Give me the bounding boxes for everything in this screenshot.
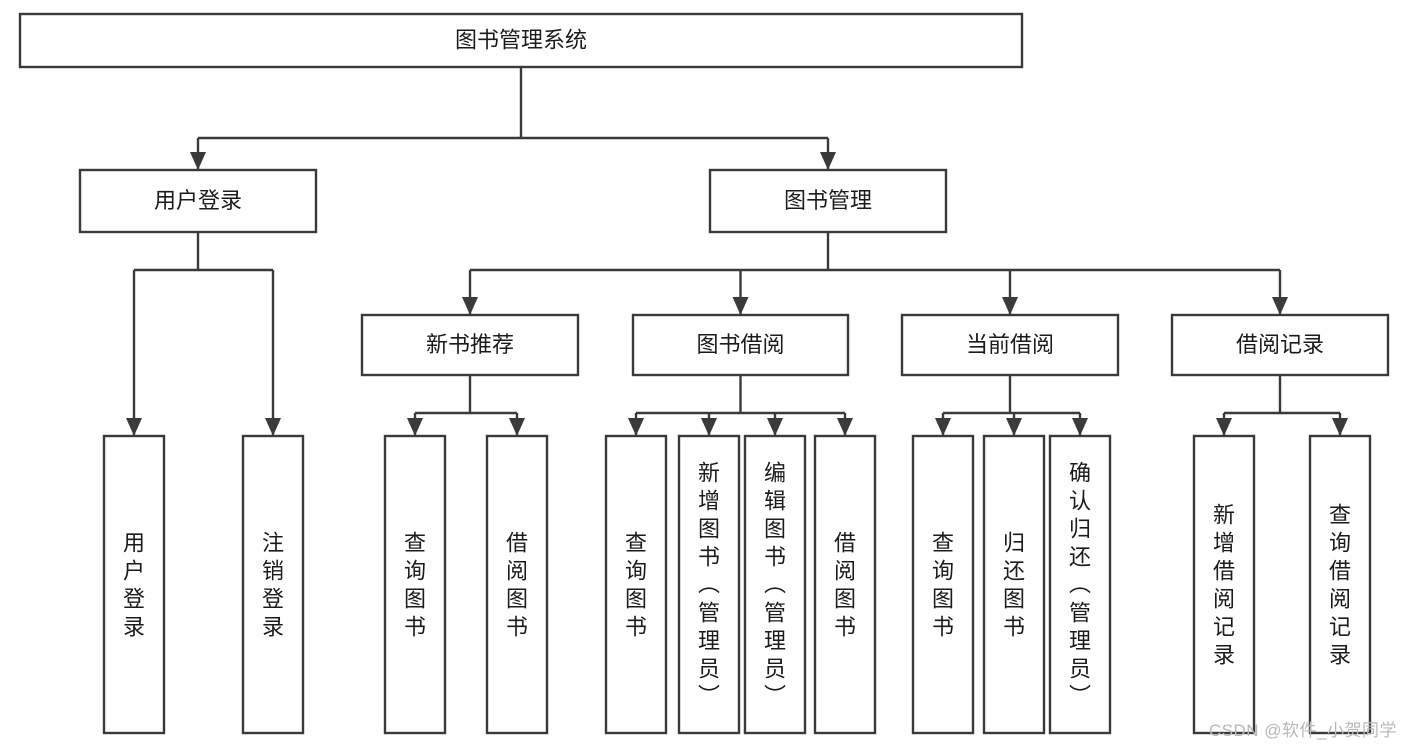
connector-arrowhead <box>126 418 142 436</box>
node-user-login-box[interactable] <box>78 168 318 234</box>
connector-arrowhead <box>462 297 478 315</box>
node-leaf-borrow-book-recommend-label: 借阅图书 <box>506 530 528 639</box>
node-leaf-logout-login[interactable]: 注销登录 <box>241 434 305 735</box>
node-leaf-confirm-return-admin-box[interactable] <box>1048 434 1112 735</box>
node-leaf-logout-login-box[interactable] <box>241 434 305 735</box>
node-current-borrow-box[interactable] <box>900 313 1120 377</box>
connector-arrowhead <box>1002 297 1018 315</box>
node-leaf-borrow-book-label: 借阅图书 <box>834 530 856 639</box>
connector-arrowhead <box>1332 418 1348 436</box>
edge-group-root <box>190 67 836 170</box>
node-leaf-add-book-admin-box[interactable] <box>677 434 741 735</box>
node-leaf-add-book-admin[interactable]: 新增图书（管理员） <box>677 434 741 735</box>
edge-group-new-book-recommend <box>407 375 525 436</box>
edge-group-current-borrow <box>935 375 1088 436</box>
node-book-management-box[interactable] <box>708 168 948 234</box>
node-leaf-user-login-box[interactable] <box>102 434 166 735</box>
node-leaf-user-login[interactable]: 用户登录 <box>102 434 166 735</box>
node-current-borrow[interactable]: 当前借阅 <box>900 313 1120 377</box>
node-borrow-record-box[interactable] <box>1170 313 1390 377</box>
node-leaf-query-book-recommend-label: 查询图书 <box>404 530 426 639</box>
node-layer: 图书管理系统用户登录图书管理新书推荐图书借阅当前借阅借阅记录用户登录注销登录查询… <box>18 12 1390 735</box>
node-leaf-borrow-book-box[interactable] <box>813 434 877 735</box>
node-leaf-borrow-book-recommend-box[interactable] <box>485 434 549 735</box>
connector-arrowhead <box>1272 297 1288 315</box>
connector-arrowhead <box>935 418 951 436</box>
connector-arrowhead <box>1072 418 1088 436</box>
node-new-book-recommend-label: 新书推荐 <box>426 332 514 357</box>
node-leaf-user-login-label: 用户登录 <box>123 530 145 639</box>
node-leaf-query-book-borrow-label: 查询图书 <box>625 530 647 639</box>
node-root[interactable]: 图书管理系统 <box>18 12 1024 69</box>
node-book-management-label: 图书管理 <box>784 188 872 213</box>
edge-group-book-management <box>462 232 1288 315</box>
node-leaf-query-book-recommend-box[interactable] <box>383 434 447 735</box>
node-user-login[interactable]: 用户登录 <box>78 168 318 234</box>
node-leaf-borrow-book-recommend[interactable]: 借阅图书 <box>485 434 549 735</box>
node-leaf-query-borrow-record-label: 查询借阅记录 <box>1329 502 1351 667</box>
node-leaf-return-book-box[interactable] <box>982 434 1046 735</box>
node-leaf-query-book-current-label: 查询图书 <box>932 530 954 639</box>
node-root-box[interactable] <box>18 12 1024 69</box>
node-leaf-add-borrow-record[interactable]: 新增借阅记录 <box>1192 434 1256 735</box>
node-leaf-edit-book-admin-label: 编辑图书（管理员） <box>764 460 786 709</box>
connector-arrowhead <box>190 152 206 170</box>
connector-arrowhead <box>732 297 749 315</box>
node-leaf-confirm-return-admin-label: 确认归还（管理员） <box>1069 460 1091 709</box>
edge-group-user-login <box>126 232 281 436</box>
connector-arrowhead <box>837 418 853 436</box>
node-leaf-logout-login-label: 注销登录 <box>262 530 284 639</box>
node-leaf-query-borrow-record[interactable]: 查询借阅记录 <box>1308 434 1372 735</box>
connector-arrowhead <box>265 418 281 436</box>
node-leaf-query-book-borrow[interactable]: 查询图书 <box>604 434 668 735</box>
node-leaf-borrow-book[interactable]: 借阅图书 <box>813 434 877 735</box>
connector-layer <box>126 67 1348 436</box>
node-leaf-return-book[interactable]: 归还图书 <box>982 434 1046 735</box>
node-current-borrow-label: 当前借阅 <box>966 332 1054 357</box>
node-leaf-edit-book-admin[interactable]: 编辑图书（管理员） <box>743 434 807 735</box>
node-borrow-record-label: 借阅记录 <box>1236 332 1324 357</box>
connector-arrowhead <box>767 418 783 436</box>
node-book-management[interactable]: 图书管理 <box>708 168 948 234</box>
connector-arrowhead <box>1216 418 1232 436</box>
node-book-borrow-label: 图书借阅 <box>696 332 784 357</box>
node-new-book-recommend-box[interactable] <box>360 313 580 377</box>
node-leaf-query-book-current[interactable]: 查询图书 <box>911 434 975 735</box>
node-leaf-query-book-current-box[interactable] <box>911 434 975 735</box>
node-leaf-return-book-label: 归还图书 <box>1003 530 1025 639</box>
node-root-label: 图书管理系统 <box>455 27 587 52</box>
connector-arrowhead <box>509 418 525 436</box>
node-book-borrow-box[interactable] <box>631 313 850 377</box>
connector-arrowhead <box>701 418 717 436</box>
connector-arrowhead <box>1006 418 1022 436</box>
node-new-book-recommend[interactable]: 新书推荐 <box>360 313 580 377</box>
connector-arrowhead <box>820 152 836 170</box>
edge-group-borrow-record <box>1216 375 1348 436</box>
node-user-login-label: 用户登录 <box>154 188 242 213</box>
edge-group-book-borrow <box>628 375 853 436</box>
node-leaf-query-book-recommend[interactable]: 查询图书 <box>383 434 447 735</box>
node-book-borrow[interactable]: 图书借阅 <box>631 313 850 377</box>
node-leaf-confirm-return-admin[interactable]: 确认归还（管理员） <box>1048 434 1112 735</box>
node-leaf-edit-book-admin-box[interactable] <box>743 434 807 735</box>
node-leaf-add-borrow-record-box[interactable] <box>1192 434 1256 735</box>
connector-arrowhead <box>628 418 644 436</box>
connector-arrowhead <box>407 418 423 436</box>
node-leaf-query-book-borrow-box[interactable] <box>604 434 668 735</box>
node-leaf-add-borrow-record-label: 新增借阅记录 <box>1213 502 1235 667</box>
node-leaf-add-book-admin-label: 新增图书（管理员） <box>698 460 720 709</box>
node-borrow-record[interactable]: 借阅记录 <box>1170 313 1390 377</box>
node-leaf-query-borrow-record-box[interactable] <box>1308 434 1372 735</box>
